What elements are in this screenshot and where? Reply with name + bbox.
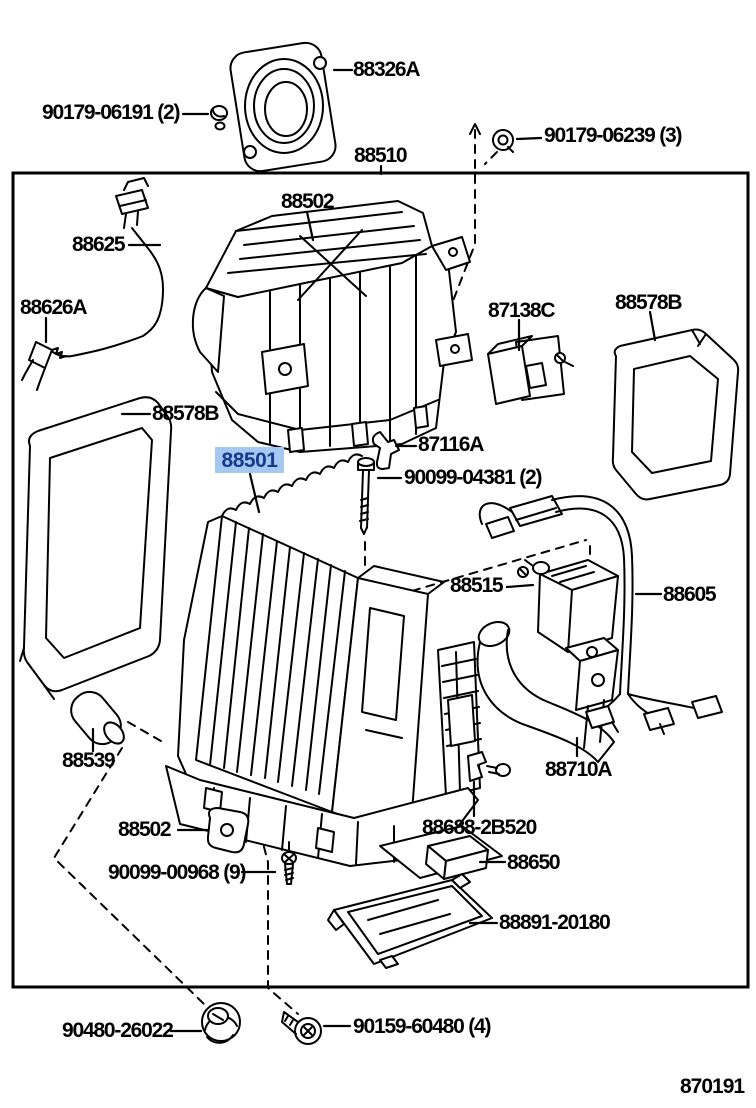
resistor-drawing bbox=[487, 335, 574, 405]
part-label-88650[interactable]: 88650 bbox=[507, 851, 561, 874]
screw-60480-icon bbox=[281, 1011, 322, 1045]
part-label-88578b-left[interactable]: 88578B bbox=[152, 402, 220, 425]
part-label-90159-60480[interactable]: 90159-60480 (4) bbox=[353, 1015, 491, 1038]
part-label-90179-06239[interactable]: 90179-06239 (3) bbox=[544, 124, 682, 147]
clamp-drawing bbox=[371, 431, 400, 470]
part-label-90480-26022[interactable]: 90480-26022 bbox=[62, 1019, 174, 1042]
bracket-drawing bbox=[206, 807, 250, 854]
part-label-88510[interactable]: 88510 bbox=[354, 144, 408, 167]
part-label-88891-20180[interactable]: 88891-20180 bbox=[499, 911, 611, 934]
flange-drawing bbox=[229, 41, 337, 173]
part-label-88502-upper[interactable]: 88502 bbox=[281, 190, 335, 213]
part-label-88578b-right[interactable]: 88578B bbox=[615, 291, 683, 314]
part-label-88625[interactable]: 88625 bbox=[72, 233, 126, 256]
seal-right-drawing bbox=[611, 328, 740, 501]
grommet-icon bbox=[201, 1002, 241, 1044]
part-label-87116a[interactable]: 87116A bbox=[418, 433, 484, 456]
wire-harness-88625-drawing bbox=[47, 177, 165, 358]
part-label-88626a[interactable]: 88626A bbox=[20, 296, 88, 319]
part-label-88605[interactable]: 88605 bbox=[663, 583, 717, 606]
part-label-88515[interactable]: 88515 bbox=[450, 574, 504, 597]
packing-clip-drawing bbox=[467, 751, 487, 782]
evaporator-drawing bbox=[165, 453, 482, 867]
screw-00968-icon bbox=[281, 841, 297, 885]
hose-88539-drawing bbox=[70, 690, 125, 746]
valve-drawing bbox=[517, 559, 619, 653]
part-label-88688-2b520[interactable]: 88688-2B520 bbox=[422, 816, 537, 839]
part-label-88501-highlighted[interactable]: 88501 bbox=[215, 447, 284, 473]
part-label-88502-bracket[interactable]: 88502 bbox=[118, 818, 172, 841]
part-label-90099-04381[interactable]: 90099-04381 (2) bbox=[404, 466, 542, 489]
part-label-88539[interactable]: 88539 bbox=[62, 749, 116, 772]
part-label-88326a[interactable]: 88326A bbox=[353, 58, 421, 81]
thermistor-drawing bbox=[21, 341, 67, 391]
cover-tray-drawing bbox=[327, 873, 493, 969]
nut-06239-icon bbox=[492, 129, 514, 153]
part-label-90179-06191[interactable]: 90179-06191 (2) bbox=[42, 101, 180, 124]
seal-left-drawing bbox=[19, 396, 173, 700]
screw-06191-icon bbox=[210, 105, 228, 131]
leader-lines bbox=[44, 68, 663, 1033]
amplifier-drawing bbox=[379, 825, 503, 880]
upper-case-drawing bbox=[191, 200, 473, 453]
harness-88605-drawing bbox=[478, 495, 723, 735]
part-label-87138c[interactable]: 87138C bbox=[488, 299, 556, 322]
part-label-88710a[interactable]: 88710A bbox=[545, 758, 613, 781]
bolt-04381-icon bbox=[357, 457, 375, 573]
figure-code: 870191 bbox=[680, 1075, 745, 1098]
part-label-90099-00968[interactable]: 90099-00968 (9) bbox=[108, 861, 246, 884]
drain-pipe-drawing bbox=[476, 621, 619, 777]
